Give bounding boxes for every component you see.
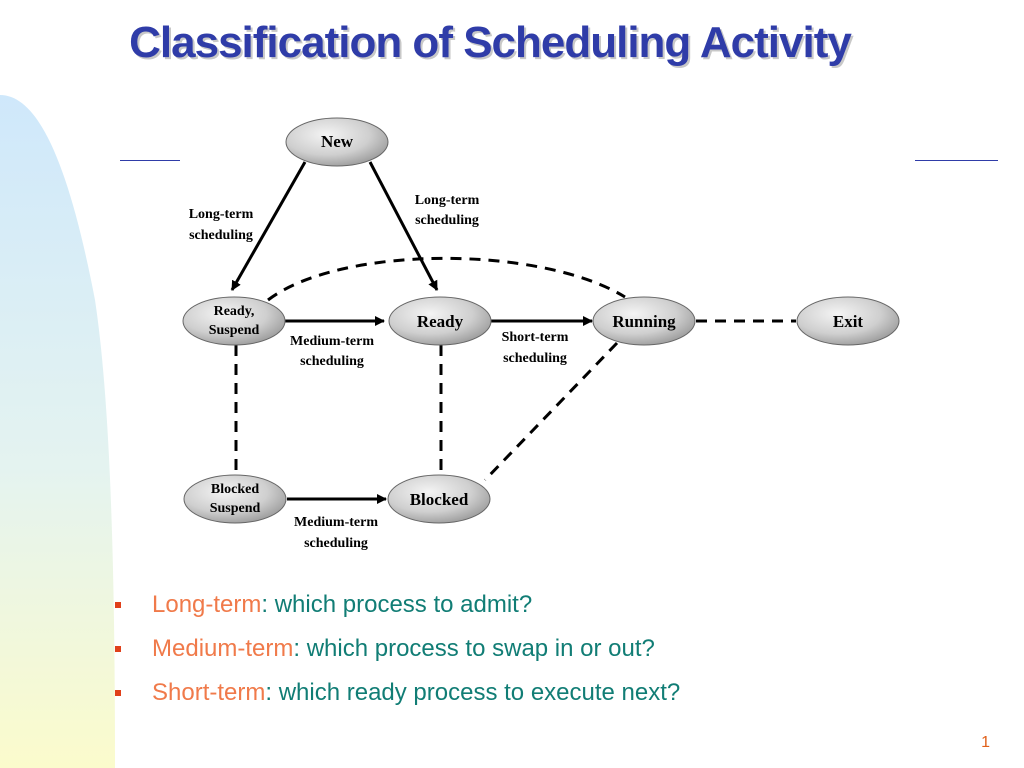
bullet-item: Long-term: which process to admit?: [115, 588, 680, 632]
bullet-description: : which process to admit?: [261, 591, 533, 618]
svg-text:scheduling: scheduling: [415, 213, 479, 228]
label-new-to-ready: Long-term scheduling: [415, 193, 480, 228]
svg-text:Suspend: Suspend: [209, 323, 260, 338]
svg-text:Blocked: Blocked: [410, 490, 469, 509]
svg-text:Exit: Exit: [833, 312, 864, 331]
label-new-to-ready-suspend: Long-term scheduling: [189, 207, 254, 243]
svg-text:scheduling: scheduling: [300, 354, 364, 369]
scheduling-state-diagram: New Ready, Suspend Ready Running Exit Bl…: [182, 117, 900, 551]
bullet-item: Medium-term: which process to swap in or…: [115, 632, 680, 676]
label-blocked-suspend-to-blocked: Medium-term scheduling: [294, 515, 378, 551]
edge-ready-suspend-to-running-dashed: [267, 256, 626, 302]
svg-text:Ready: Ready: [417, 312, 464, 331]
side-gradient-band: [0, 95, 115, 768]
svg-text:scheduling: scheduling: [503, 351, 567, 366]
title-rule-left: [120, 160, 180, 161]
svg-text:New: New: [321, 132, 354, 151]
node-exit: Exit: [796, 296, 900, 346]
bullet-term: Short-term: [152, 679, 266, 706]
svg-text:scheduling: scheduling: [304, 536, 368, 551]
svg-text:Suspend: Suspend: [210, 501, 261, 516]
bullet-term: Medium-term: [152, 635, 294, 662]
svg-text:Medium-term: Medium-term: [294, 515, 378, 530]
bullet-square-icon: [115, 646, 121, 652]
title-rule-right: [915, 160, 998, 161]
edge-new-to-ready-suspend: [230, 161, 307, 291]
bullet-description: : which process to swap in or out?: [293, 635, 655, 662]
svg-text:scheduling: scheduling: [189, 228, 253, 243]
node-ready-suspend: Ready, Suspend: [182, 296, 286, 346]
svg-text:Long-term: Long-term: [189, 207, 254, 222]
edge-running-to-blocked-dashed: [483, 341, 619, 482]
svg-text:Long-term: Long-term: [415, 193, 480, 208]
node-blocked-suspend: Blocked Suspend: [183, 474, 287, 524]
node-running: Running: [592, 296, 696, 346]
bullet-square-icon: [115, 602, 121, 608]
slide-title: Classification of Scheduling Activity: [129, 18, 852, 67]
node-ready: Ready: [388, 296, 492, 346]
edge-new-to-ready: [368, 161, 439, 291]
node-blocked: Blocked: [387, 474, 491, 524]
svg-text:Blocked: Blocked: [211, 482, 259, 497]
bullet-item: Short-term: which ready process to execu…: [115, 676, 680, 720]
bullet-description: : which ready process to execute next?: [265, 679, 681, 706]
svg-text:Running: Running: [612, 312, 676, 331]
node-new: New: [285, 117, 389, 167]
svg-text:Medium-term: Medium-term: [290, 334, 374, 349]
label-ready-to-running: Short-term scheduling: [502, 330, 569, 366]
svg-text:Short-term: Short-term: [502, 330, 569, 345]
bullet-term: Long-term: [152, 591, 262, 618]
page-number: 1: [981, 734, 990, 751]
label-ready-suspend-to-ready: Medium-term scheduling: [290, 334, 374, 369]
bullet-list: Long-term: which process to admit? Mediu…: [115, 588, 680, 720]
svg-text:Ready,: Ready,: [214, 304, 255, 319]
bullet-square-icon: [115, 690, 121, 696]
